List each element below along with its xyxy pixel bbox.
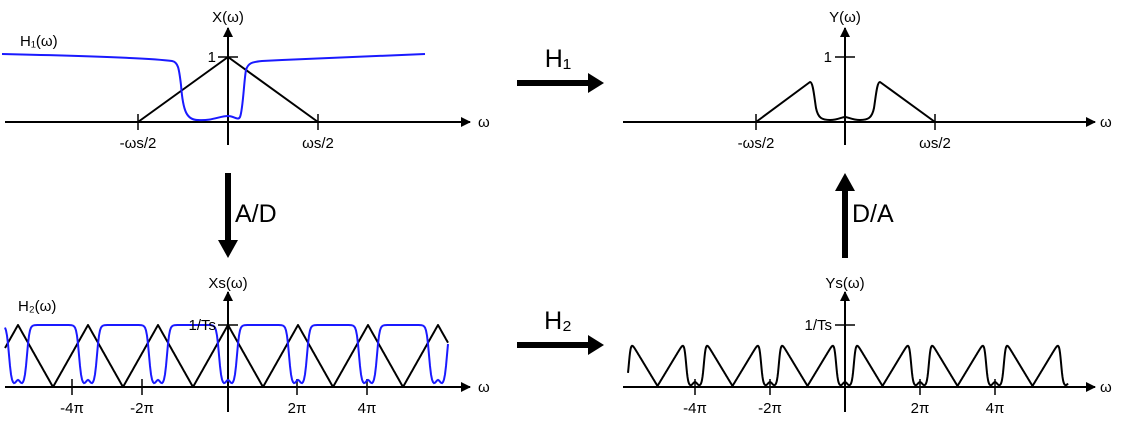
arrow-label: D/A xyxy=(852,200,894,228)
panel-xs-spectrum: Xs(ω) H₂(ω) 1/Ts -4π -2π 2π 4π ω xyxy=(4,275,490,417)
y-label: Xs(ω) xyxy=(208,275,247,292)
filter-label: H₂(ω) xyxy=(18,298,56,315)
y-tick-label: 1/Ts xyxy=(804,317,832,334)
panel-x-spectrum: X(ω) H₁(ω) 1 -ωs/2 ωs/2 ω xyxy=(1,9,490,152)
h2-filter-curve xyxy=(4,324,449,385)
y-filtered-spectrum xyxy=(755,81,936,123)
x-label: ω xyxy=(1100,114,1112,131)
xs-periodic-triangles xyxy=(4,324,449,388)
x-tick-label: -4π xyxy=(60,400,84,417)
x-tick-label: 2π xyxy=(288,400,307,417)
x-tick-label: -ωs/2 xyxy=(120,135,157,152)
ys-filtered-spectrum xyxy=(627,344,1069,387)
x-tick-label: -4π xyxy=(683,400,707,417)
arrow-label: A/D xyxy=(235,200,277,228)
arrow-ad: A/D xyxy=(218,173,277,258)
filter-label: H₁(ω) xyxy=(20,33,58,50)
y-label: Ys(ω) xyxy=(825,275,864,292)
y-label: Y(ω) xyxy=(829,9,861,26)
x-tick-label: -2π xyxy=(130,400,154,417)
x-tick-label: 4π xyxy=(986,400,1005,417)
y-tick-label: 1 xyxy=(208,49,216,66)
arrow-h2: H₂ xyxy=(517,307,604,355)
x-tick-label: ωs/2 xyxy=(919,135,951,152)
x-tick-label: 2π xyxy=(911,400,930,417)
x-tick-label: -2π xyxy=(758,400,782,417)
arrow-head-icon xyxy=(835,173,855,191)
x-triangle-spectrum xyxy=(137,56,319,123)
h1-filter-curve xyxy=(1,53,426,122)
x-tick-label: ωs/2 xyxy=(302,135,334,152)
y-label: X(ω) xyxy=(212,9,244,26)
arrow-label: H₁ xyxy=(545,45,572,73)
panel-ys-spectrum: Ys(ω) 1/Ts -4π -2π 2π 4π ω xyxy=(623,275,1112,417)
arrow-head-icon xyxy=(218,240,238,258)
arrow-head-icon xyxy=(588,335,604,355)
x-label: ω xyxy=(478,379,490,396)
x-tick-label: -ωs/2 xyxy=(738,135,775,152)
panel-y-spectrum: Y(ω) 1 -ωs/2 ωs/2 ω xyxy=(623,9,1112,152)
x-tick-label: 4π xyxy=(358,400,377,417)
arrow-h1: H₁ xyxy=(517,45,604,93)
arrow-label: H₂ xyxy=(544,307,572,335)
arrow-head-icon xyxy=(588,73,604,93)
y-tick-label: 1 xyxy=(824,49,832,66)
x-label: ω xyxy=(1100,379,1112,396)
y-tick-label: 1/Ts xyxy=(188,317,216,334)
x-label: ω xyxy=(478,114,490,131)
arrow-da: D/A xyxy=(835,173,894,258)
